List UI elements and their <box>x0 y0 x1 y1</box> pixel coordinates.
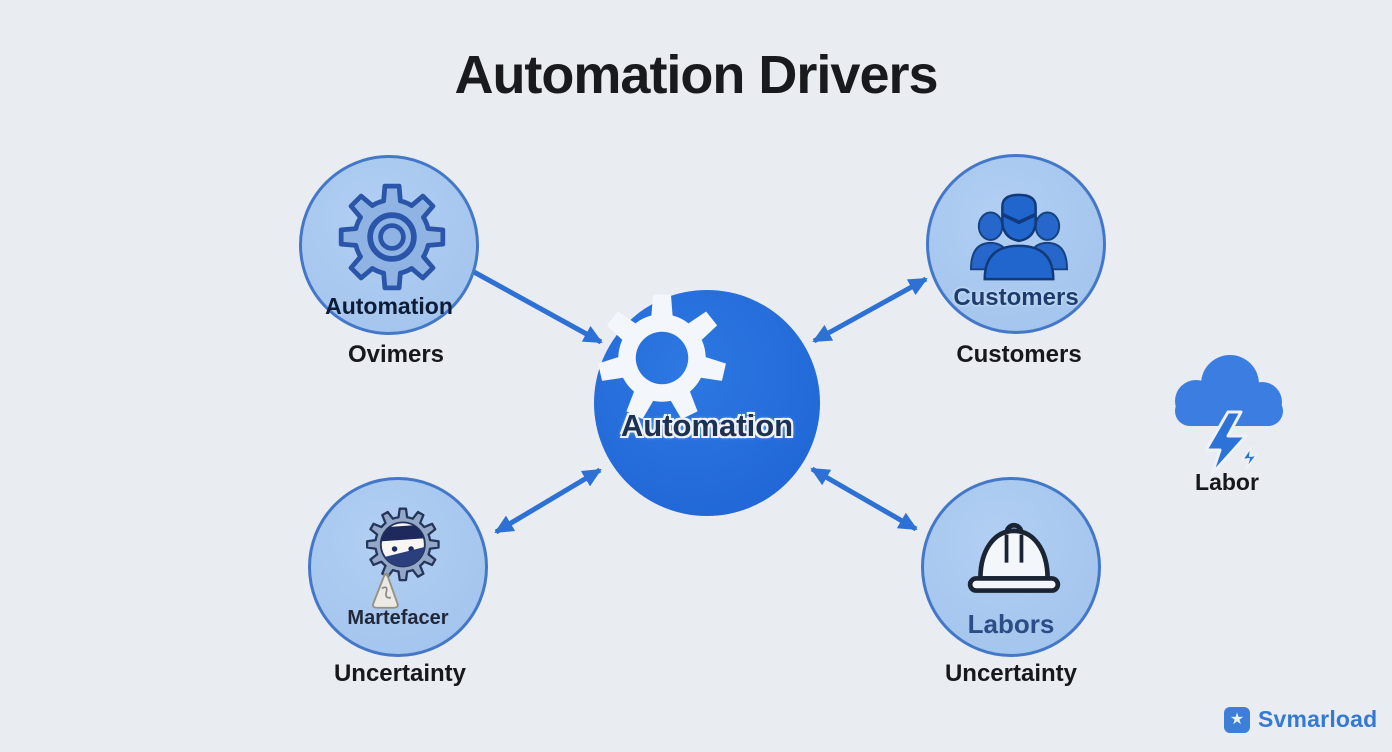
node-inner-label: Automation <box>325 293 453 319</box>
node-customers: Customers <box>926 154 1106 334</box>
watermark-text: Svmarload <box>1258 706 1378 732</box>
node-caption-ovimers: Ovimers <box>347 341 445 368</box>
arrow-topleft-to-center <box>472 269 603 345</box>
node-inner-label: Martefacer <box>347 607 449 629</box>
gear-outline-icon <box>338 183 446 291</box>
page-title: Automation Drivers <box>454 45 938 105</box>
customers-icon <box>969 193 1069 281</box>
arrow-center-bottomleft <box>494 467 602 535</box>
arrow-center-topright <box>812 276 928 344</box>
gear-icon <box>598 294 726 420</box>
node-martefacer: Martefacer <box>308 477 488 657</box>
node-labors: Labors <box>921 477 1101 657</box>
node-caption-customers: Customers <box>956 341 1082 368</box>
side-caption-labor: Labor <box>1195 469 1259 495</box>
node-caption-uncertainty-right: Uncertainty <box>944 660 1078 687</box>
arrow-center-bottomright <box>810 466 918 532</box>
node-inner-label: Labors <box>967 609 1055 639</box>
watermark-logo: ★ Svmarload <box>1224 706 1377 733</box>
star-icon: ★ <box>1224 706 1250 733</box>
center-node-label: Automation <box>620 408 794 443</box>
node-automation: Automation <box>299 155 479 335</box>
hard-hat-icon <box>967 522 1061 593</box>
ninja-gear-icon <box>365 507 440 609</box>
center-node-automation: Automation <box>594 290 820 516</box>
node-inner-label: Customers <box>953 284 1079 311</box>
storm-cloud-lightning-icon <box>1175 355 1283 476</box>
node-caption-uncertainty-left: Uncertainty <box>333 660 467 687</box>
